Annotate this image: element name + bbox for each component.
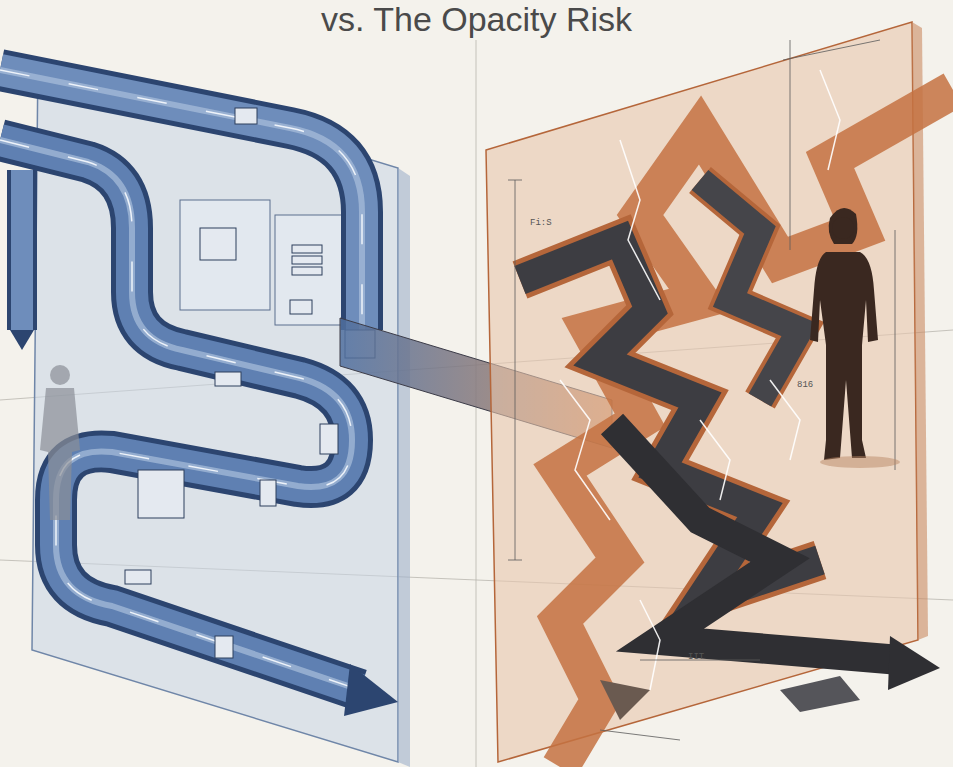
- block-icon: [125, 570, 151, 584]
- pipe-fill: [0, 70, 362, 330]
- shard: [780, 676, 860, 712]
- pipe-fill: [11, 170, 33, 330]
- plate-edge: [398, 168, 410, 767]
- pipe-fill: [0, 140, 360, 690]
- head: [50, 365, 70, 385]
- hair: [829, 208, 858, 244]
- big-arrow-head: [888, 636, 940, 690]
- shard: [600, 680, 650, 720]
- dimension-line: [783, 40, 880, 60]
- document-icon: [235, 108, 257, 124]
- pipe-shine: [0, 140, 360, 690]
- dimension-line: [790, 40, 791, 250]
- pipe-arrowhead: [344, 664, 398, 716]
- crack-line: [620, 140, 660, 300]
- inner-panel: [180, 200, 270, 310]
- diagram-title: vs. The Opacity Risk: [0, 2, 953, 36]
- zigzag-outline: [700, 180, 800, 400]
- dimension-label: IIT: [688, 652, 704, 662]
- dimension-label: 816: [797, 380, 813, 390]
- crack-line: [820, 70, 840, 170]
- crack-line: [700, 420, 730, 500]
- device-icons: [125, 108, 375, 658]
- crack-line: [770, 380, 800, 460]
- pipe-outline: [0, 140, 360, 690]
- pipe-outline: [7, 170, 37, 330]
- block-icon: [215, 372, 241, 386]
- document-icon: [290, 300, 312, 314]
- server-icon: [200, 228, 236, 260]
- pipe-arrowhead: [10, 330, 34, 350]
- flow-arrows: [0, 140, 360, 690]
- flow-arrows: [0, 70, 362, 330]
- gate-icon: [260, 480, 276, 506]
- person-silhouette: [40, 365, 80, 520]
- cracks: [560, 70, 840, 690]
- dimension-label: Fi:S: [530, 218, 552, 228]
- document-icon: [215, 636, 233, 658]
- server-icon: [138, 470, 184, 518]
- dimension-line: [895, 230, 896, 470]
- stack-icon: [292, 245, 322, 253]
- dimension-line: [515, 180, 516, 560]
- zigzag-paths: [520, 180, 900, 660]
- dimension-line: [600, 730, 680, 740]
- shadow: [820, 456, 900, 468]
- pipe-shine: [0, 70, 362, 330]
- dimension-line: [508, 180, 522, 181]
- stack-icon: [292, 256, 322, 264]
- body: [810, 252, 878, 460]
- blue-pipes: [0, 70, 362, 690]
- orange-band: [560, 90, 953, 767]
- inner-panel: [275, 215, 350, 325]
- person-silhouette: [810, 208, 878, 460]
- stack-icon: [292, 267, 322, 275]
- crack-line: [640, 600, 660, 690]
- crack-line: [560, 380, 610, 520]
- big-arrow-body: [612, 424, 900, 660]
- body: [40, 388, 80, 520]
- pipe-outline: [0, 70, 362, 330]
- gate-icon: [320, 424, 338, 454]
- head: [832, 217, 854, 239]
- zigzag-fill: [700, 180, 800, 400]
- dimension-lines: [508, 40, 895, 740]
- dimension-line: [508, 560, 522, 561]
